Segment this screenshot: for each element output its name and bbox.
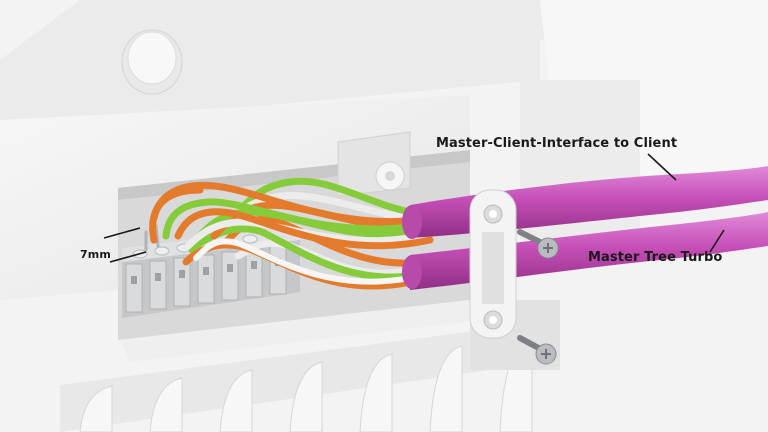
strip-length-label: 7mm bbox=[80, 248, 111, 261]
upper-cable-wires bbox=[150, 177, 434, 252]
callout-lines bbox=[103, 153, 725, 263]
stripped-conductors bbox=[144, 224, 160, 252]
turbo-cable-label: Master Tree Turbo bbox=[588, 250, 723, 265]
client-cable-label: Master-Client-Interface to Client bbox=[436, 136, 678, 151]
screw-icon bbox=[517, 229, 559, 259]
cable-clamp-icon bbox=[469, 189, 517, 339]
bent-orange-wire bbox=[149, 186, 204, 244]
mounting-post bbox=[121, 29, 183, 95]
screw-icon bbox=[517, 335, 557, 365]
entry-boss-hole bbox=[385, 171, 395, 181]
bottom-rail bbox=[60, 300, 560, 432]
